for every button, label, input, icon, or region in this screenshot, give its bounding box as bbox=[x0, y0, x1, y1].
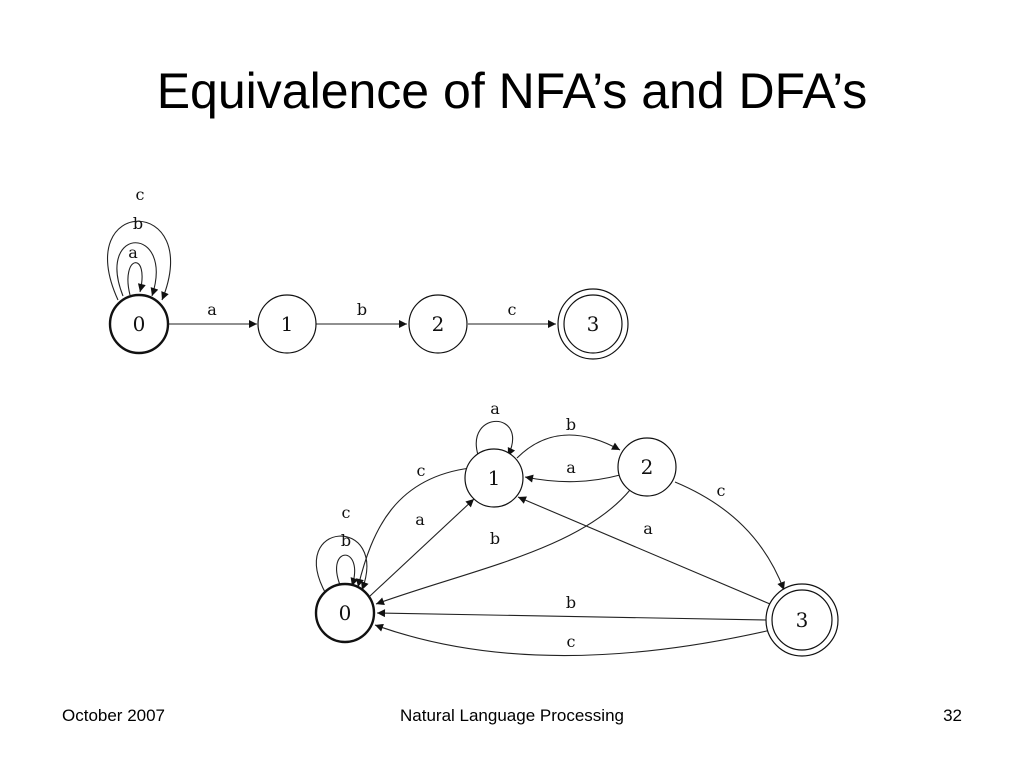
dfa-edge-label-3-0-b: b bbox=[566, 593, 576, 612]
nfa-edge-label-1-2: b bbox=[357, 300, 367, 319]
dfa-edge-0-0-c bbox=[315, 535, 369, 595]
dfa-graph: b c a a c b a b c a b c 0 1 2 3 bbox=[314, 399, 839, 657]
dfa-state-2: 2 bbox=[617, 437, 677, 497]
dfa-edge-2-0-b bbox=[375, 489, 631, 606]
dfa-state-label-2: 2 bbox=[641, 455, 654, 479]
nfa-state-label-0: 0 bbox=[133, 312, 146, 336]
nfa-edge-label-0-1: a bbox=[207, 300, 217, 319]
nfa-state-label-2: 2 bbox=[432, 312, 445, 336]
dfa-state-label-1: 1 bbox=[488, 466, 501, 490]
dfa-edge-label-0-0-b: b bbox=[341, 531, 351, 550]
nfa-graph: a b c a b c 0 1 2 3 bbox=[106, 185, 629, 360]
nfa-edge-0-0-c bbox=[106, 220, 172, 301]
slide-title: Equivalence of NFA’s and DFA’s bbox=[156, 63, 868, 119]
nfa-state-2: 2 bbox=[408, 294, 468, 354]
dfa-state-label-0: 0 bbox=[339, 601, 352, 625]
dfa-edge-2-3-c bbox=[674, 481, 785, 591]
dfa-edge-label-1-1-a: a bbox=[490, 399, 500, 418]
dfa-edge-label-1-0-c: c bbox=[417, 461, 426, 480]
footer-course: Natural Language Processing bbox=[400, 706, 624, 725]
footer-page-number: 32 bbox=[943, 706, 962, 725]
nfa-state-label-3: 3 bbox=[587, 312, 600, 336]
nfa-edge-label-2-3: c bbox=[508, 300, 517, 319]
dfa-state-0: 0 bbox=[314, 582, 376, 644]
dfa-edge-0-0-b bbox=[336, 554, 359, 587]
dfa-edge-label-3-1-a: a bbox=[643, 519, 653, 538]
nfa-edge-label-0-0-b: b bbox=[133, 214, 143, 233]
dfa-edge-label-0-1-a: a bbox=[415, 510, 425, 529]
dfa-edge-3-1-a bbox=[517, 496, 771, 605]
dfa-state-3: 3 bbox=[765, 583, 839, 657]
nfa-state-0: 0 bbox=[108, 293, 170, 355]
dfa-edge-label-1-2-b: b bbox=[566, 415, 576, 434]
nfa-edge-0-0-b bbox=[116, 242, 159, 297]
dfa-edge-label-2-1-a: a bbox=[566, 458, 576, 477]
nfa-edge-label-0-0-a: a bbox=[128, 243, 138, 262]
dfa-edge-1-1-a bbox=[475, 420, 516, 457]
dfa-state-label-3: 3 bbox=[796, 608, 809, 632]
dfa-state-1: 1 bbox=[464, 448, 524, 508]
dfa-edge-label-2-3-c: c bbox=[717, 481, 726, 500]
dfa-edge-label-0-0-c: c bbox=[342, 503, 351, 522]
nfa-edge-0-0-a bbox=[127, 262, 146, 296]
dfa-edge-label-3-0-c: c bbox=[567, 632, 576, 651]
dfa-edge-3-0-b bbox=[376, 609, 768, 621]
nfa-edge-label-0-0-c: c bbox=[136, 185, 145, 204]
dfa-edge-1-2-b bbox=[516, 434, 621, 459]
dfa-edge-label-2-0-b: b bbox=[490, 529, 500, 548]
dfa-edge-0-1-a bbox=[369, 498, 475, 597]
nfa-state-3: 3 bbox=[557, 288, 629, 360]
dfa-edge-2-1-a bbox=[524, 474, 621, 483]
nfa-state-label-1: 1 bbox=[281, 312, 294, 336]
dfa-edge-3-0-c bbox=[374, 623, 772, 657]
footer-date: October 2007 bbox=[62, 706, 166, 725]
dfa-edge-1-0-c bbox=[356, 467, 471, 588]
nfa-state-1: 1 bbox=[257, 294, 317, 354]
